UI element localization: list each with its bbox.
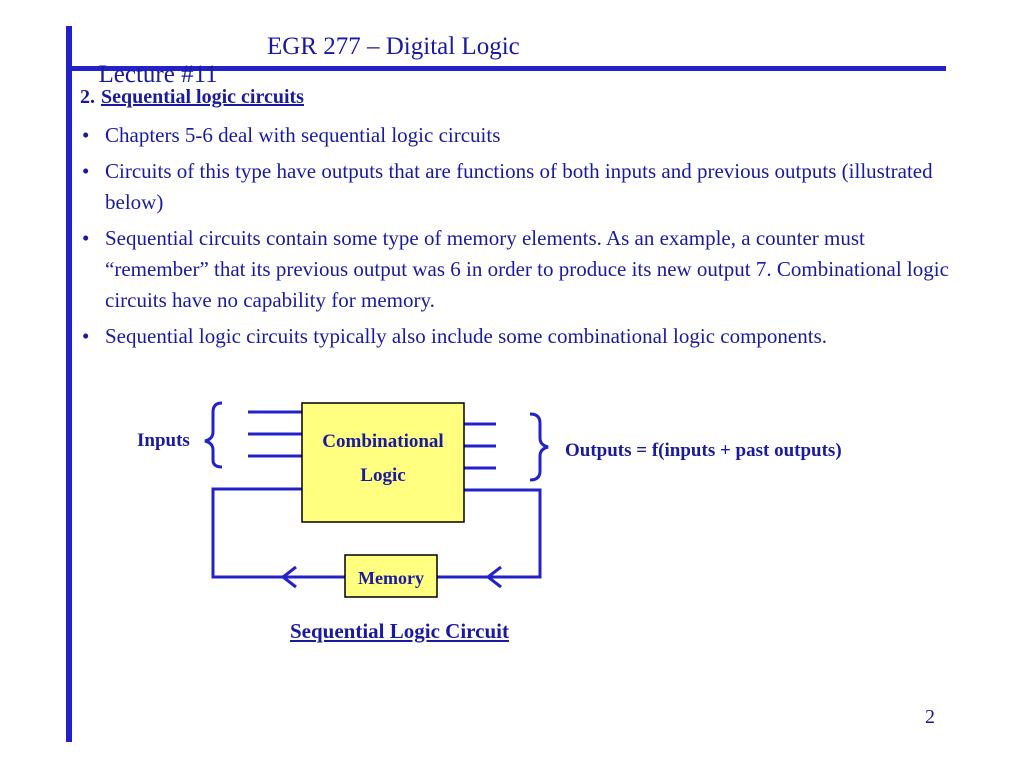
bullet-item: • Sequential logic circuits typically als… (80, 321, 970, 352)
course-label: EGR 277 – Digital Logic (267, 33, 520, 60)
inputs-label: Inputs (137, 430, 190, 451)
bullet-text: Sequential logic circuits typically also… (105, 324, 827, 348)
bullet-list: • Chapters 5-6 deal with sequential logic… (80, 120, 970, 357)
bullet-item: • Chapters 5-6 deal with sequential logic… (80, 120, 970, 151)
page-number: 2 (925, 706, 935, 728)
left-accent-bar (66, 26, 72, 742)
combinational-logic-box (301, 402, 465, 523)
bullet-item: • Sequential circuits contain some type o… (80, 223, 970, 316)
memory-box (344, 554, 438, 598)
bullet-text: Chapters 5-6 deal with sequential logic … (105, 123, 501, 147)
arrowhead-right (485, 565, 502, 589)
section-number: 2. (80, 86, 95, 108)
title-rule (66, 66, 946, 71)
bullet-text: Circuits of this type have outputs that … (105, 159, 933, 214)
bullet-item: • Circuits of this type have outputs that… (80, 156, 970, 218)
outputs-label: Outputs = f(inputs + past outputs) (565, 440, 842, 461)
logic-label: Logic (360, 465, 406, 486)
outputs-brace (529, 412, 549, 482)
inputs-brace (204, 401, 223, 469)
slide-title: Lecture #11 EGR 277 – Digital Logic (86, 33, 520, 117)
section-heading: 2. Sequential logic circuits (80, 86, 304, 109)
combinational-label: Combinational (322, 431, 444, 452)
bullet-dot: • (82, 226, 90, 250)
memory-label: Memory (358, 568, 424, 588)
bullet-text: Sequential circuits contain some type of… (105, 226, 949, 312)
diagram-caption: Sequential Logic Circuit (290, 619, 509, 643)
bullet-dot: • (82, 324, 90, 348)
feedback-left-wire (211, 487, 345, 579)
section-title: Sequential logic circuits (101, 86, 304, 108)
lecture-label: Lecture #11 (98, 61, 218, 88)
arrowhead-left (280, 565, 297, 589)
bullet-dot: • (82, 123, 90, 147)
bullet-dot: • (82, 159, 90, 183)
